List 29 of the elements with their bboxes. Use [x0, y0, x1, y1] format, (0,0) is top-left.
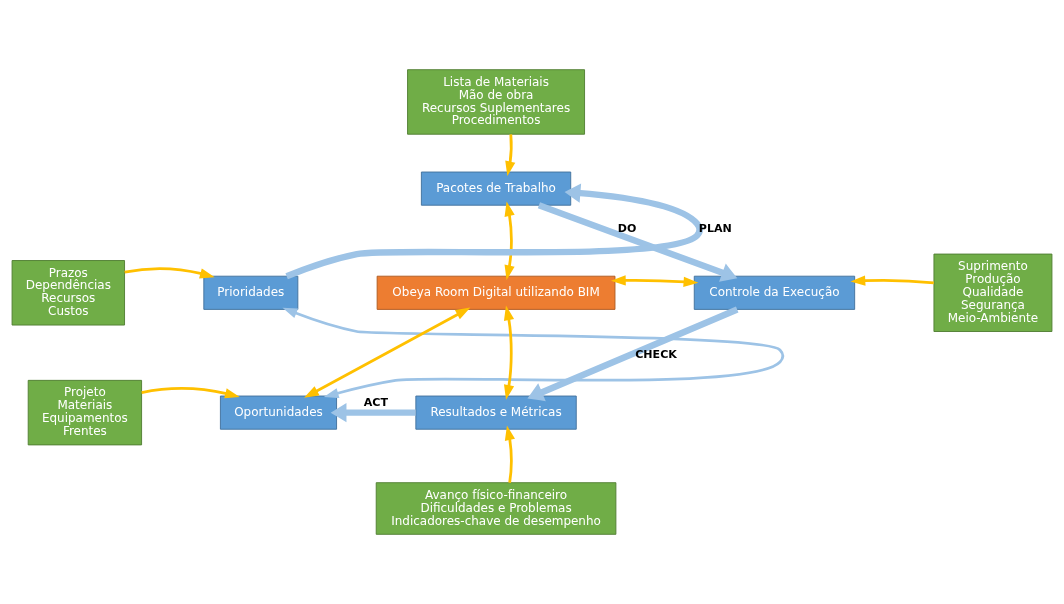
node-box: Projeto Materiais Equipamentos Frentes — [27, 379, 143, 446]
arrow — [282, 307, 783, 399]
arrow — [304, 307, 471, 398]
arrow — [850, 275, 934, 286]
node-box: Prioridades — [203, 275, 299, 310]
arrow — [527, 306, 739, 402]
arrow — [503, 305, 515, 400]
arrow — [124, 267, 215, 279]
node-box: Avanço físico-financeiro Dificuldades e Problemas Indicadores-chave de desempenho — [375, 482, 617, 535]
edge-label: PLAN — [698, 221, 732, 235]
node-box: Pacotes de Trabalho — [420, 171, 572, 206]
arrow — [285, 183, 703, 280]
node-box: Controle da Execução — [693, 275, 856, 310]
edge-label: CHECK — [635, 347, 677, 361]
arrow — [505, 134, 516, 177]
edge-label: ACT — [363, 395, 388, 409]
arrow — [504, 201, 515, 281]
arrow — [141, 387, 240, 399]
edge-label: DO — [617, 221, 637, 235]
arrow — [610, 275, 699, 287]
node-box: Suprimento Produção Qualidade Segurança Meio-Ambiente — [933, 253, 1053, 332]
node-box: Resultados e Métricas — [415, 395, 577, 430]
node-box: Lista de Materiais Mão de obra Recursos Suplementares Procedimentos — [407, 69, 585, 135]
node-box: Oportunidades — [219, 395, 337, 430]
arrow — [330, 402, 416, 423]
arrow — [537, 202, 738, 282]
node-box: Prazos Dependências Recursos Custos — [11, 260, 125, 326]
node-box: Obeya Room Digital utilizando BIM — [376, 275, 616, 310]
arrow — [504, 425, 515, 483]
